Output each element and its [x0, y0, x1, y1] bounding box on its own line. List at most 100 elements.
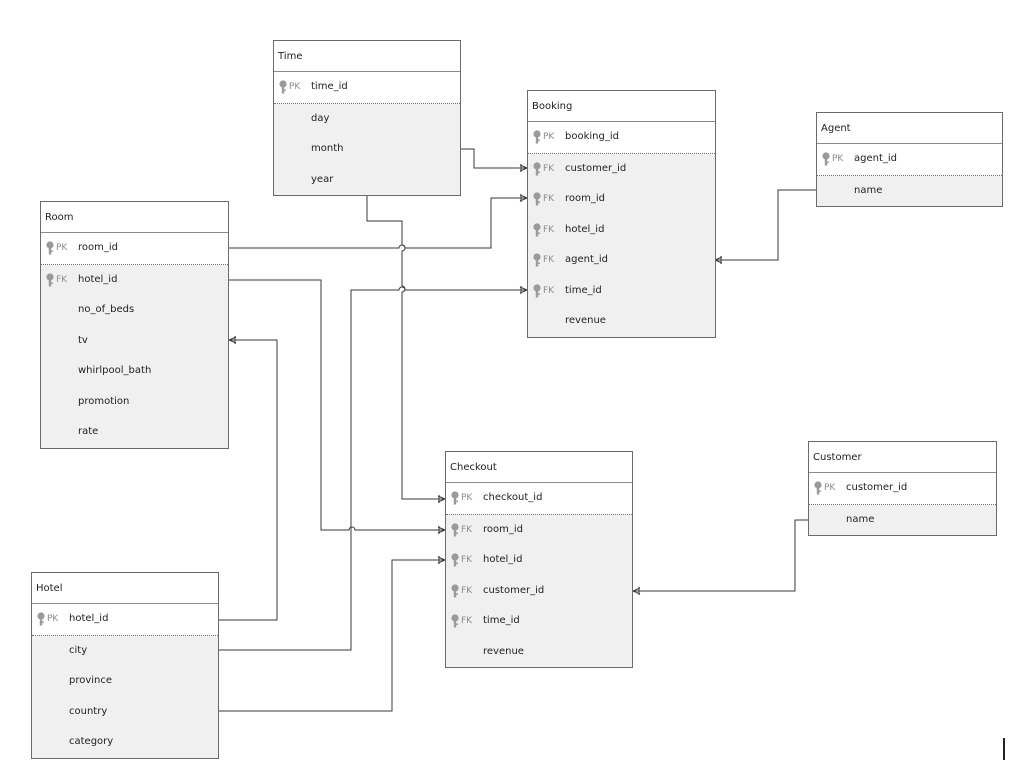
column-name: time_id [483, 615, 520, 626]
crowfoot-markers [228, 164, 723, 595]
primary-key-section: PK hotel_id [32, 604, 218, 636]
primary-key-row[interactable]: PK booking_id [528, 122, 715, 153]
column-name: province [69, 675, 113, 686]
key-label: PK [824, 483, 836, 493]
primary-key-marker: PK [278, 72, 300, 103]
column-name: whirlpool_bath [78, 365, 152, 376]
connector-agent-booking [715, 189, 816, 261]
column-name: time_id [311, 81, 348, 92]
primary-key-section: PK booking_id [528, 122, 715, 154]
entity-title: Booking [528, 91, 715, 122]
primary-key-row[interactable]: PK customer_id [809, 473, 996, 504]
key-icon [533, 192, 541, 206]
column-row[interactable]: revenue [528, 306, 715, 337]
column-row[interactable]: whirlpool_bath [41, 356, 228, 387]
column-row[interactable]: no_of_beds [41, 295, 228, 326]
column-row[interactable]: FK room_id [446, 515, 632, 546]
entity-title: Room [41, 202, 228, 233]
column-row[interactable]: revenue [446, 637, 632, 668]
column-row[interactable]: name [817, 176, 1002, 207]
foreign-key-marker: FK [532, 245, 554, 276]
key-icon [37, 612, 45, 626]
primary-key-marker: PK [36, 604, 58, 635]
column-name: category [69, 736, 114, 747]
connector-room-booking [229, 197, 527, 249]
column-name: hotel_id [69, 613, 109, 624]
primary-key-row[interactable]: PK time_id [274, 72, 460, 103]
connector-room-checkout [229, 279, 445, 531]
foreign-key-marker: FK [450, 515, 472, 546]
key-icon [451, 614, 459, 628]
key-label: FK [461, 555, 473, 565]
column-name: rate [78, 426, 99, 437]
column-name: customer_id [846, 482, 908, 493]
column-row[interactable]: tv [41, 326, 228, 357]
foreign-key-marker: FK [450, 545, 472, 576]
key-label: FK [461, 524, 473, 535]
column-row[interactable]: province [32, 666, 218, 697]
column-name: name [846, 513, 875, 525]
connector-hotel-booking [219, 286, 527, 651]
primary-key-marker: PK [821, 144, 843, 175]
column-row[interactable]: day [274, 104, 460, 135]
primary-key-marker: PK [532, 122, 554, 153]
column-row[interactable]: FK hotel_id [41, 265, 228, 296]
column-row[interactable]: category [32, 727, 218, 758]
column-name: tv [78, 334, 88, 346]
column-row[interactable]: promotion [41, 387, 228, 418]
primary-key-marker: PK [813, 473, 835, 504]
column-row[interactable]: country [32, 697, 218, 728]
key-icon [533, 253, 541, 267]
column-name: time_id [565, 284, 602, 296]
column-row[interactable]: year [274, 165, 460, 196]
column-name: room_id [483, 523, 523, 535]
connector-time-booking [461, 148, 527, 169]
column-name: room_id [78, 242, 118, 253]
primary-key-row[interactable]: PK hotel_id [32, 604, 218, 635]
column-name: checkout_id [483, 492, 543, 503]
primary-key-section: PK time_id [274, 72, 460, 104]
key-label: FK [543, 224, 555, 235]
key-label: FK [56, 274, 68, 285]
key-icon [822, 152, 830, 166]
key-icon [451, 584, 459, 598]
column-name: booking_id [565, 131, 619, 142]
column-row[interactable]: name [809, 505, 996, 536]
column-name: revenue [483, 645, 524, 657]
column-row[interactable]: month [274, 134, 460, 165]
column-row[interactable]: rate [41, 417, 228, 448]
text-cursor [1003, 738, 1005, 760]
column-name: name [854, 184, 883, 196]
column-row[interactable]: FK time_id [446, 606, 632, 637]
column-name: year [311, 173, 334, 185]
column-name: hotel_id [78, 273, 118, 285]
key-icon [533, 162, 541, 176]
foreign-key-marker: FK [45, 265, 67, 296]
key-label: FK [461, 616, 473, 626]
connector-hotel-checkout [219, 559, 445, 712]
column-name: customer_id [483, 584, 545, 596]
column-row[interactable]: city [32, 636, 218, 667]
